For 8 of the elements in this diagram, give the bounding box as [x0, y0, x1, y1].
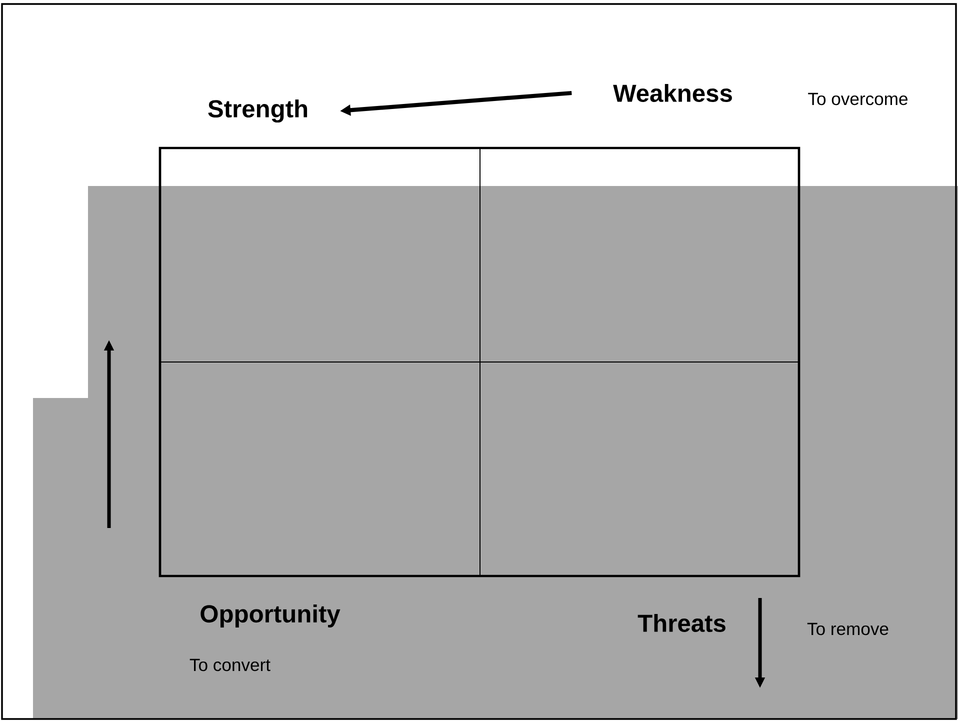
note-text: To convert [190, 658, 270, 672]
label-text: Threats [638, 614, 726, 632]
grid-cell [480, 362, 800, 576]
label-text: Strength [208, 99, 308, 123]
label-text: Opportunity [200, 604, 340, 628]
label-text: Weakness [613, 84, 732, 102]
note-text: To remove [807, 622, 888, 636]
note-text: To overcome [808, 92, 908, 106]
